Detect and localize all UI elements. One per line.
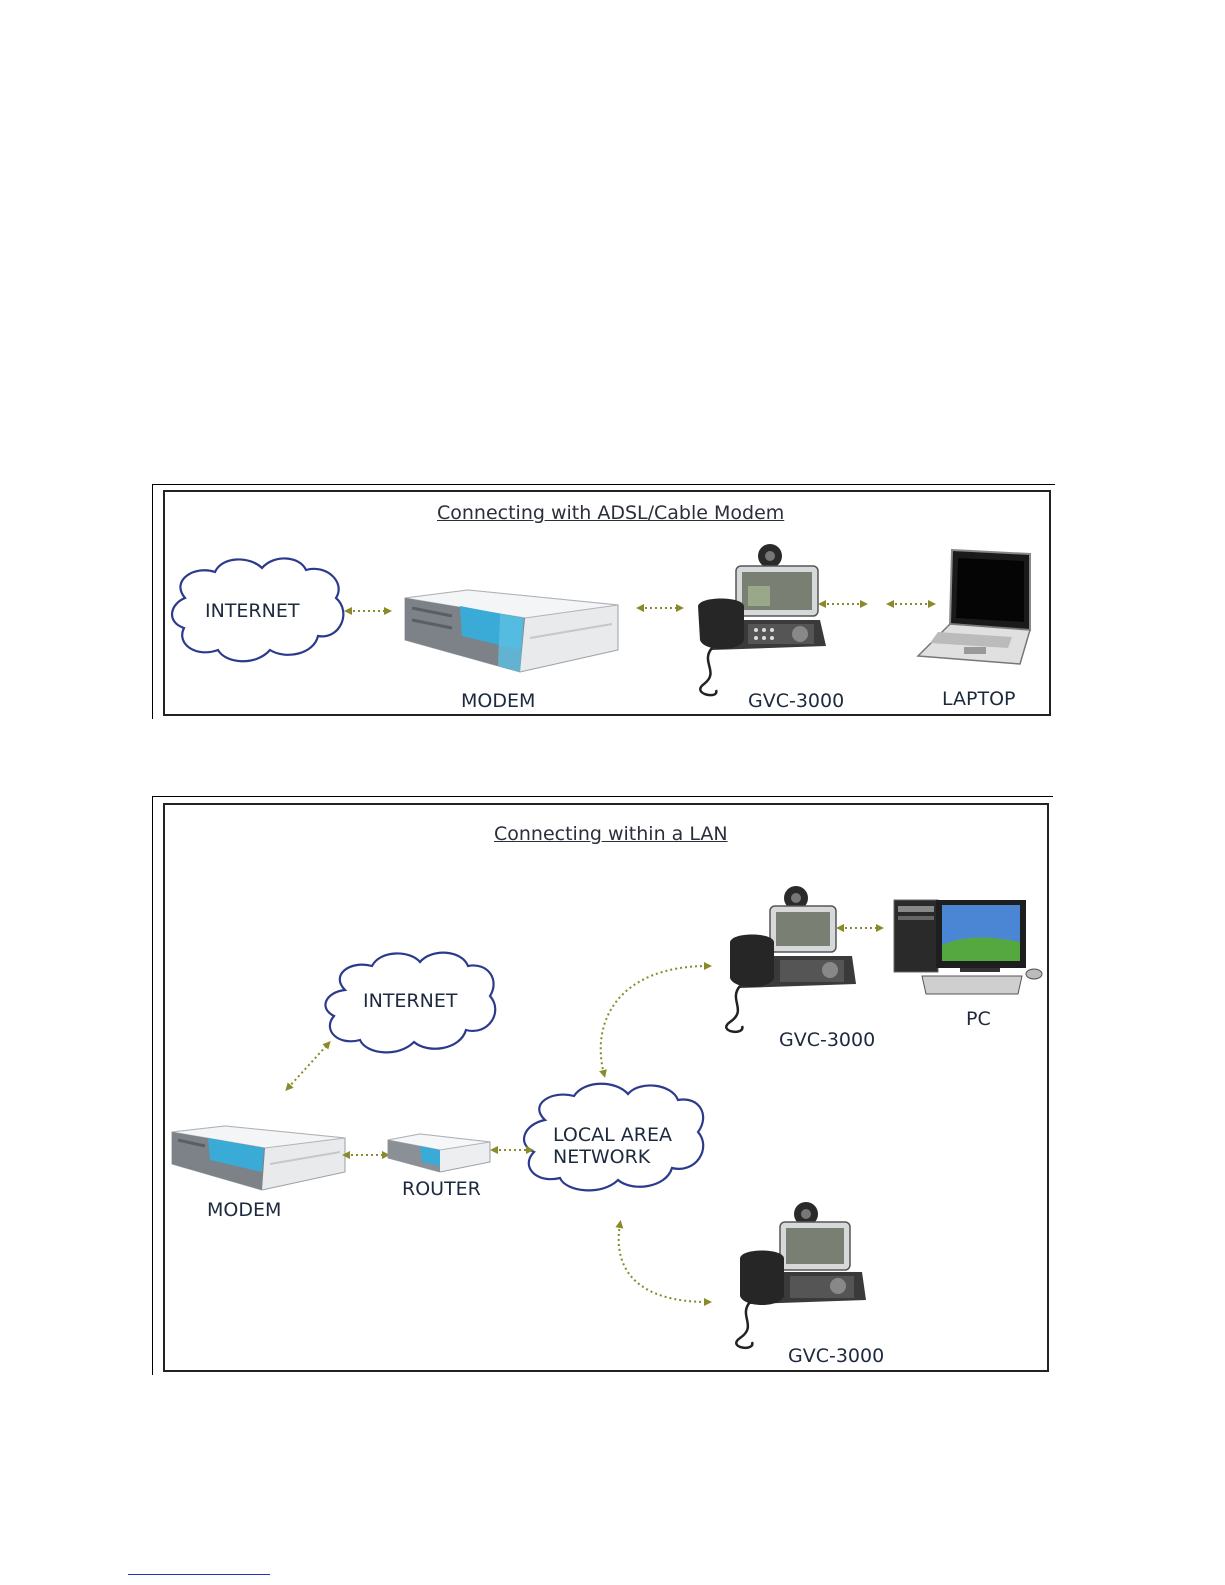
lan-router-label: ROUTER <box>402 1178 481 1200</box>
lan-label-line1: LOCAL AREA <box>553 1124 672 1146</box>
lan-diagram-graphics <box>0 0 1225 1400</box>
footnote-separator-line <box>128 1574 270 1575</box>
router-device <box>388 1134 490 1172</box>
lan-gvc3000-phone-bottom <box>736 1202 866 1348</box>
lan-modem-device <box>172 1126 345 1190</box>
lan-phone-top-label: GVC-3000 <box>779 1029 875 1051</box>
arrow-lan-phone-bottom <box>619 1224 708 1302</box>
lan-phone-bottom-label: GVC-3000 <box>788 1345 884 1367</box>
lan-pc-label: PC <box>966 1008 991 1030</box>
pc-device <box>894 900 1042 994</box>
lan-internet-label: INTERNET <box>363 990 457 1012</box>
arrow-lan-phone-top <box>601 966 708 1074</box>
lan-modem-label: MODEM <box>207 1199 281 1221</box>
lan-gvc3000-phone-top <box>726 886 856 1032</box>
arrow-lan-internet-modem <box>288 1044 328 1088</box>
lan-label-line2: NETWORK <box>553 1146 650 1168</box>
